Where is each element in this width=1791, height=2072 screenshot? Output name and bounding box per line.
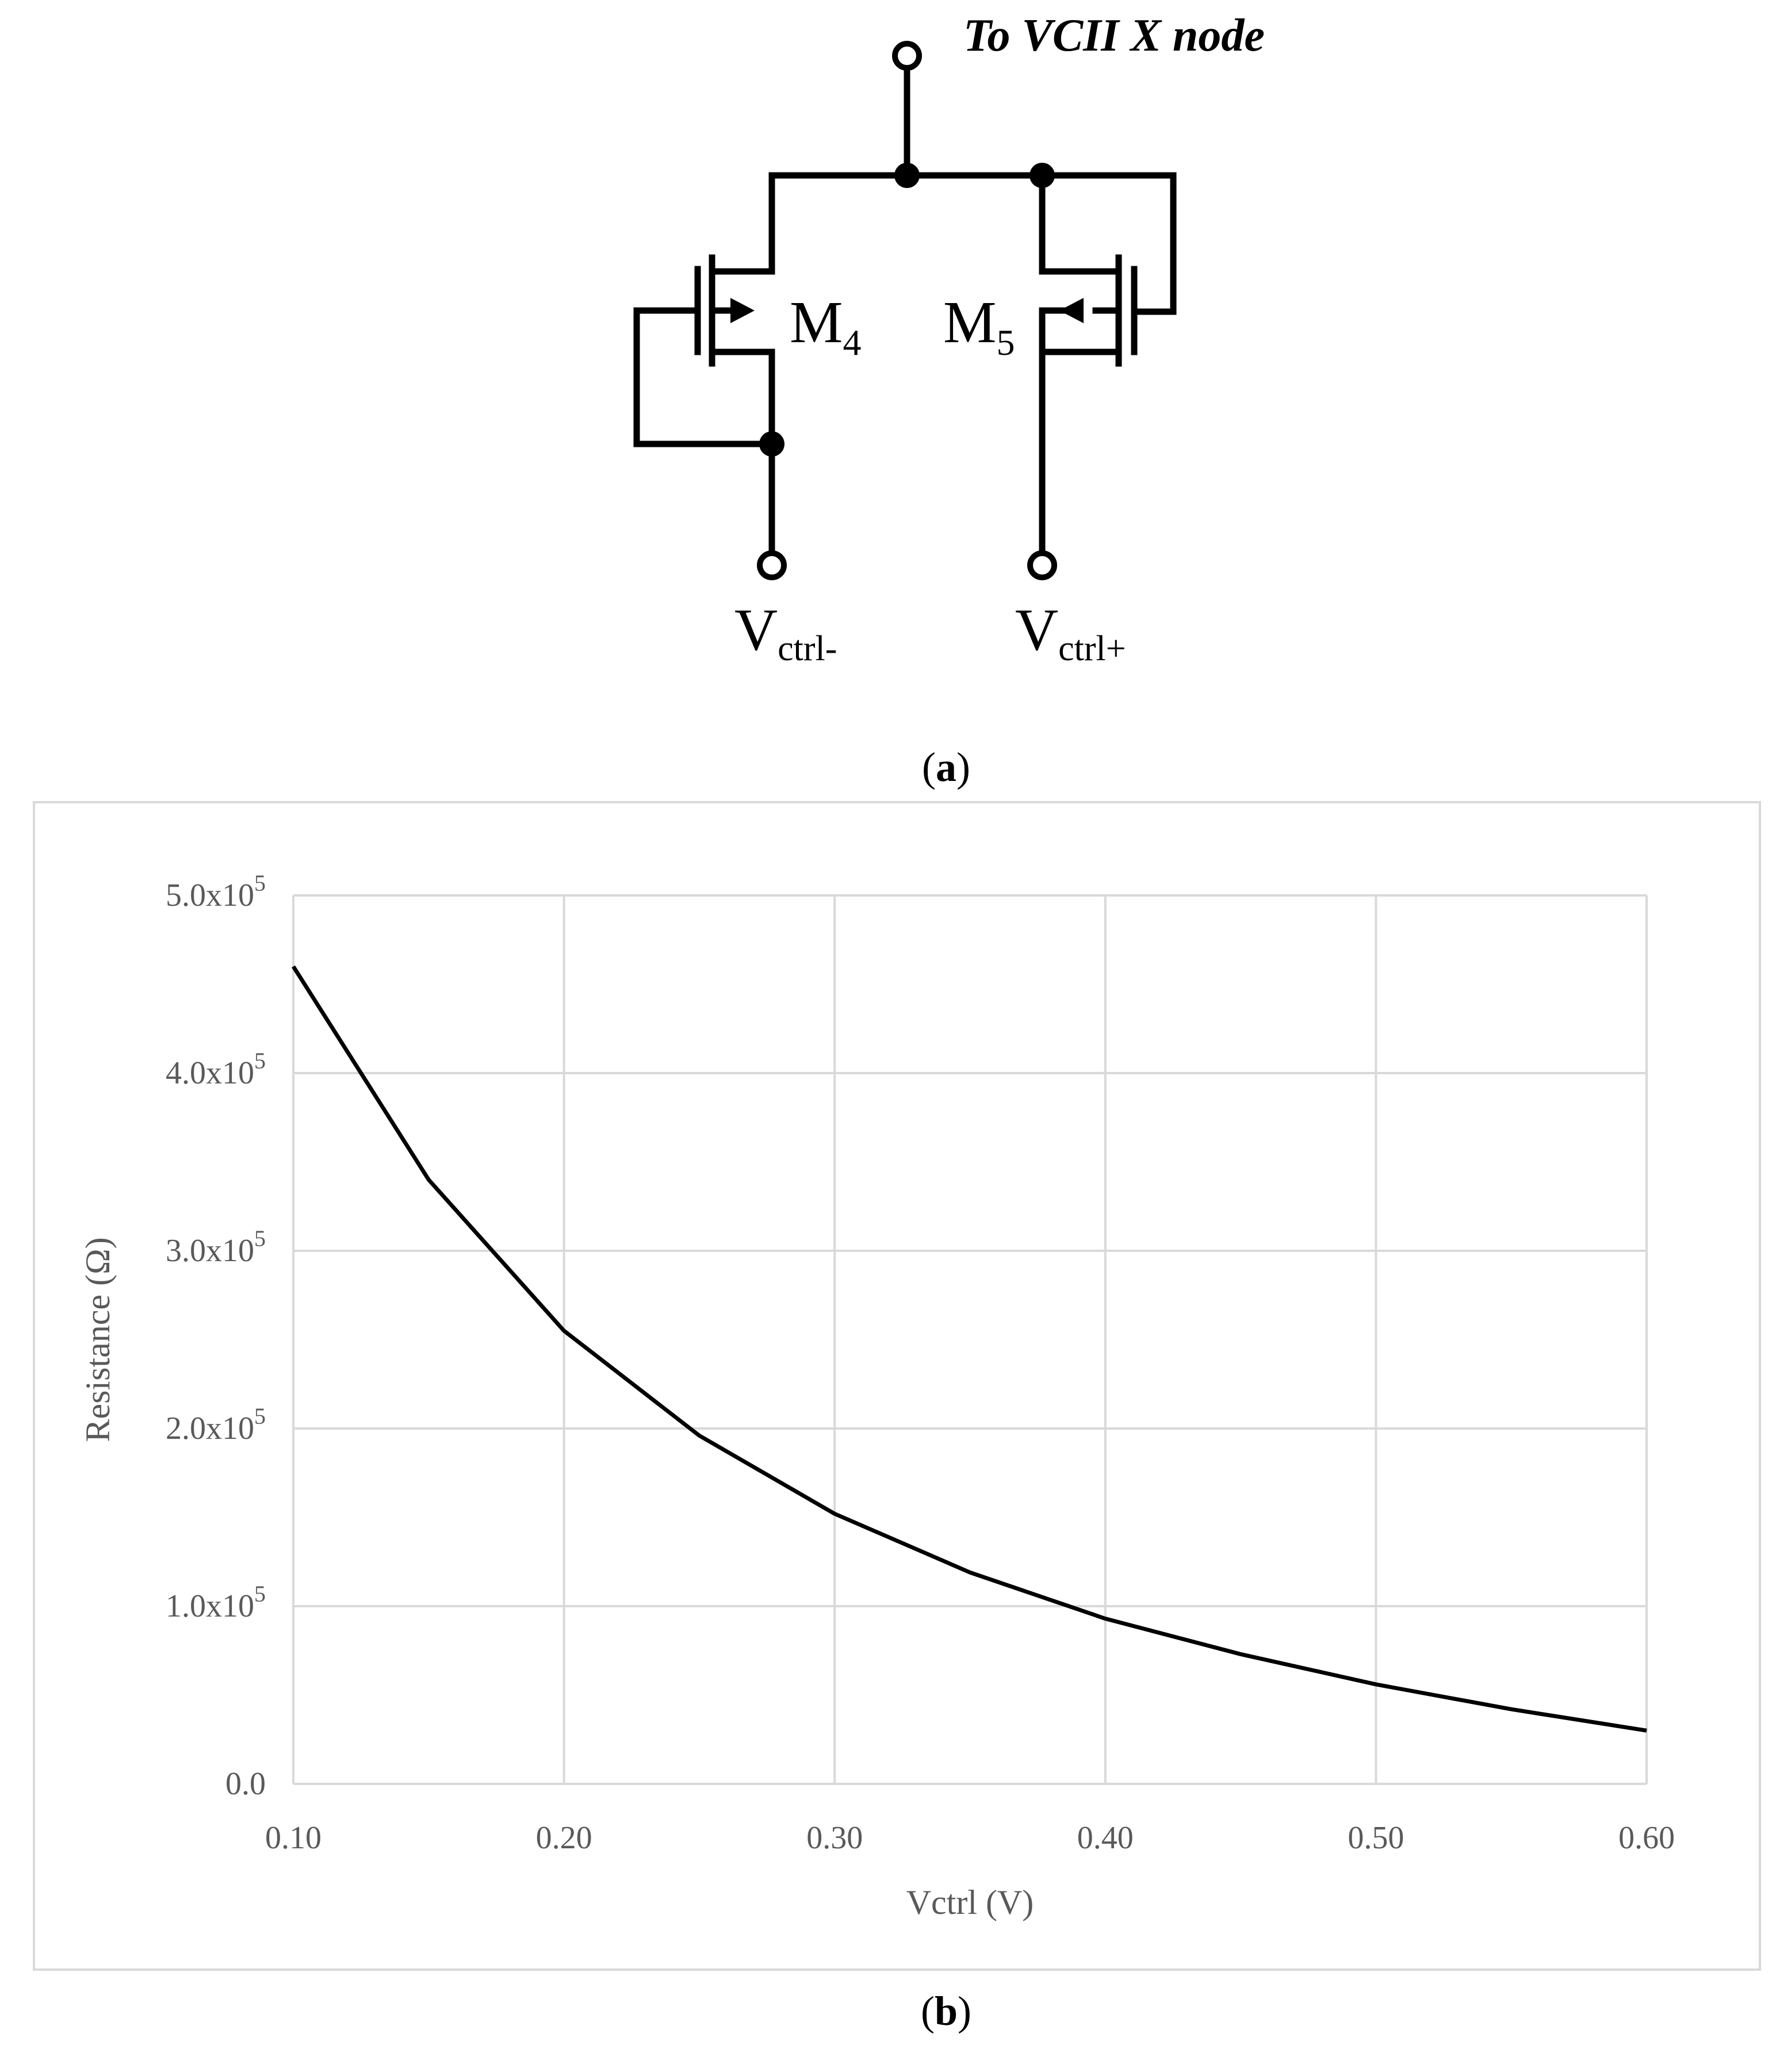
vctrl-minus-terminal <box>757 550 787 580</box>
resistance-series-line <box>292 965 1647 1733</box>
y-tick-label: 1.0x105 <box>166 1581 266 1624</box>
junction-dot <box>1030 163 1055 188</box>
pin-label-vctrl-minus: Vctrl- <box>734 597 837 668</box>
x-tick-label: 0.50 <box>1348 1820 1404 1856</box>
m5-arrow-icon <box>1059 298 1084 323</box>
y-tick-label: 0.0 <box>225 1766 266 1802</box>
caption-b: (b) <box>920 1988 971 2034</box>
x-axis-title: Vctrl (V) <box>906 1883 1034 1921</box>
y-tick-label: 3.0x105 <box>166 1225 266 1269</box>
y-tick-label: 5.0x105 <box>166 870 266 913</box>
junction-dot <box>759 431 784 457</box>
x-tick-label: 0.10 <box>265 1820 322 1856</box>
schematic-diagram: To VCII X node M4 M5 Vctrl- Vctrl+ <box>633 10 1265 668</box>
vctrl-plus-terminal <box>1027 550 1057 580</box>
output-terminal <box>892 41 922 71</box>
chart-frame <box>33 801 1761 1971</box>
pin-label-vctrl-plus: Vctrl+ <box>1015 597 1126 668</box>
y-tick-label: 2.0x105 <box>166 1403 266 1446</box>
transistor-m4 <box>633 238 775 564</box>
junction-dot <box>894 163 920 188</box>
y-tick-label: 4.0x105 <box>166 1048 266 1091</box>
top-bus-wire <box>768 172 1177 315</box>
y-axis-title: Resistance (Ω) <box>79 1237 117 1442</box>
x-tick-label: 0.20 <box>536 1820 592 1856</box>
x-tick-label: 0.30 <box>806 1820 863 1856</box>
device-label-m5: M5 <box>943 289 1015 363</box>
x-tick-label: 0.60 <box>1618 1820 1675 1856</box>
transistor-m5 <box>1039 172 1138 564</box>
device-label-m4: M4 <box>790 289 861 363</box>
node-label: To VCII X node <box>963 10 1265 61</box>
m4-arrow-icon <box>730 298 755 323</box>
caption-a: (a) <box>922 744 970 790</box>
x-tick-label: 0.40 <box>1077 1820 1134 1856</box>
